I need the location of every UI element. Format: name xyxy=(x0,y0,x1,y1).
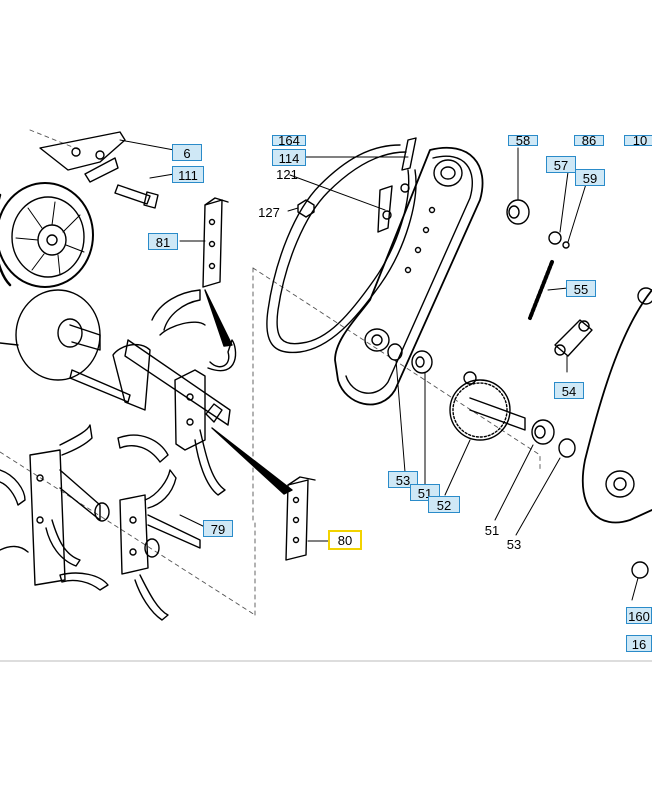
callout-55[interactable]: 55 xyxy=(566,280,596,297)
callout-54[interactable]: 54 xyxy=(554,382,584,399)
wedge-80 xyxy=(211,427,293,495)
bearing-51-upper xyxy=(411,350,433,374)
sprocket-52 xyxy=(449,371,526,441)
washer-59 xyxy=(562,241,570,249)
chain-case-right xyxy=(581,287,652,524)
knob-160 xyxy=(631,561,649,579)
axle-bracket xyxy=(39,131,126,183)
callout-81[interactable]: 81 xyxy=(148,233,178,250)
gear-57 xyxy=(548,231,562,245)
callout-80-highlighted[interactable]: 80 xyxy=(328,530,362,550)
tine-set-upper xyxy=(69,289,237,496)
bearing-51-lower xyxy=(531,419,555,445)
callout-114[interactable]: 114 xyxy=(272,149,306,166)
callout-79[interactable]: 79 xyxy=(203,520,233,537)
callout-127[interactable]: 127 xyxy=(258,205,280,220)
callout-57[interactable]: 57 xyxy=(546,156,576,173)
seal-53-lower xyxy=(558,438,576,458)
bracket-81 xyxy=(202,197,229,288)
callout-10x[interactable]: 10 xyxy=(624,135,652,146)
callout-111[interactable]: 111 xyxy=(172,166,204,183)
callout-53-upper[interactable]: 53 xyxy=(388,471,418,488)
callout-53-lower[interactable]: 53 xyxy=(506,537,522,552)
bracket-80 xyxy=(285,476,316,561)
bolt-111 xyxy=(114,184,159,209)
callout-6[interactable]: 6 xyxy=(172,144,202,161)
chain-55 xyxy=(528,260,554,320)
tine-set-lower xyxy=(0,424,201,621)
wedge-81 xyxy=(204,289,233,347)
seal-53-upper xyxy=(387,343,403,361)
bearing-58 xyxy=(506,199,530,225)
callout-164[interactable]: 164 xyxy=(272,135,306,146)
callout-86[interactable]: 86 xyxy=(574,135,604,146)
bolt-114 xyxy=(377,137,417,233)
callout-121[interactable]: 121 xyxy=(276,167,298,182)
callout-160[interactable]: 160 xyxy=(626,607,652,624)
callout-52[interactable]: 52 xyxy=(428,496,460,513)
disc-shield xyxy=(0,289,101,381)
callout-51-lower[interactable]: 51 xyxy=(484,523,500,538)
callout-58[interactable]: 58 xyxy=(508,135,538,146)
chain-case xyxy=(334,146,484,406)
callout-59[interactable]: 59 xyxy=(575,169,605,186)
leader-lines xyxy=(119,139,639,601)
callout-161[interactable]: 16 xyxy=(626,635,652,652)
tensioner-54 xyxy=(554,319,593,357)
transport-wheel xyxy=(0,182,94,288)
nut-127 xyxy=(297,199,315,218)
